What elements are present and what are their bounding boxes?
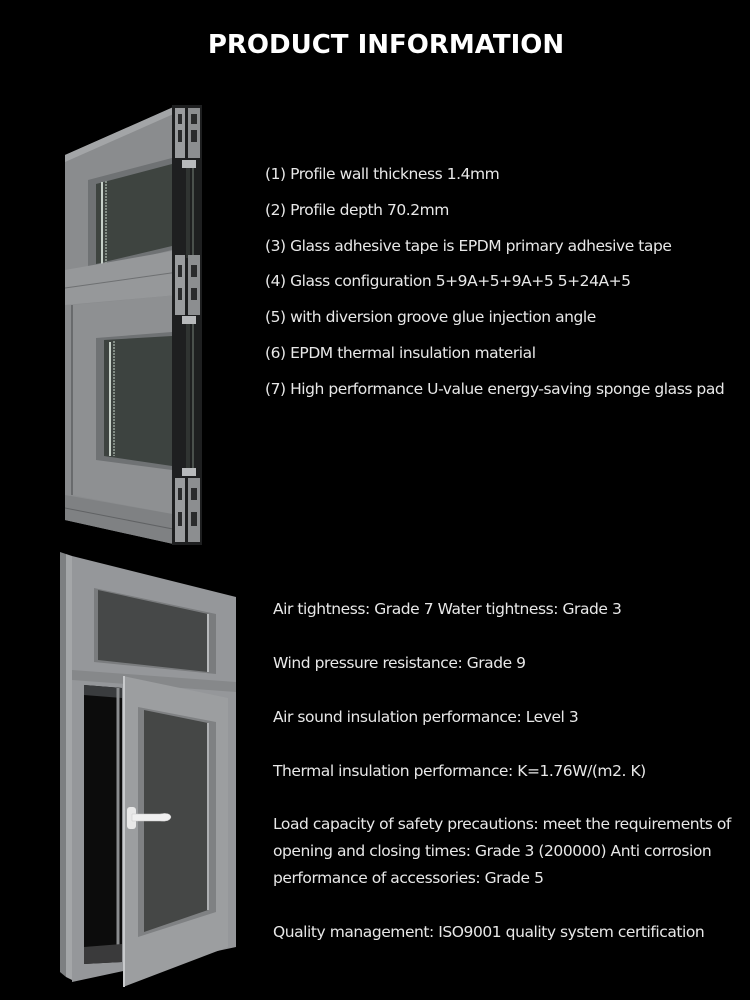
casement-window-image: [58, 552, 243, 992]
spec-item: (5) with diversion groove glue injection…: [265, 308, 596, 327]
performance-line: opening and closing times: Grade 3 (2000…: [273, 842, 712, 860]
performance-item: Quality management: ISO9001 quality syst…: [273, 923, 705, 941]
performance-list: Air tightness: Grade 7 Water tightness: …: [273, 596, 743, 946]
performance-item: Air sound insulation performance: Level …: [273, 708, 579, 726]
spec-item: (4) Glass configuration 5+9A+5+9A+5 5+24…: [265, 272, 631, 291]
page-title: PRODUCT INFORMATION: [207, 30, 565, 60]
performance-line: performance of accessories: Grade 5: [273, 869, 544, 887]
specification-list: (1) Profile wall thickness 1.4mm (2) Pro…: [265, 164, 725, 415]
spec-item: (7) High performance U-value energy-savi…: [265, 379, 725, 398]
spec-item: (6) EPDM thermal insulation material: [265, 343, 536, 362]
spec-item: (3) Glass adhesive tape is EPDM primary …: [265, 236, 672, 255]
spec-item: (1) Profile wall thickness 1.4mm: [265, 165, 500, 183]
performance-item: Wind pressure resistance: Grade 9: [273, 654, 526, 672]
performance-item: Thermal insulation performance: K=1.76W/…: [273, 762, 646, 780]
performance-item-multiline: Load capacity of safety precautions: mee…: [273, 811, 743, 919]
performance-item: Air tightness: Grade 7 Water tightness: …: [273, 600, 622, 618]
profile-cross-section-image: [60, 100, 210, 550]
performance-line: Load capacity of safety precautions: mee…: [273, 815, 731, 833]
spec-item: (2) Profile depth 70.2mm: [265, 200, 449, 219]
